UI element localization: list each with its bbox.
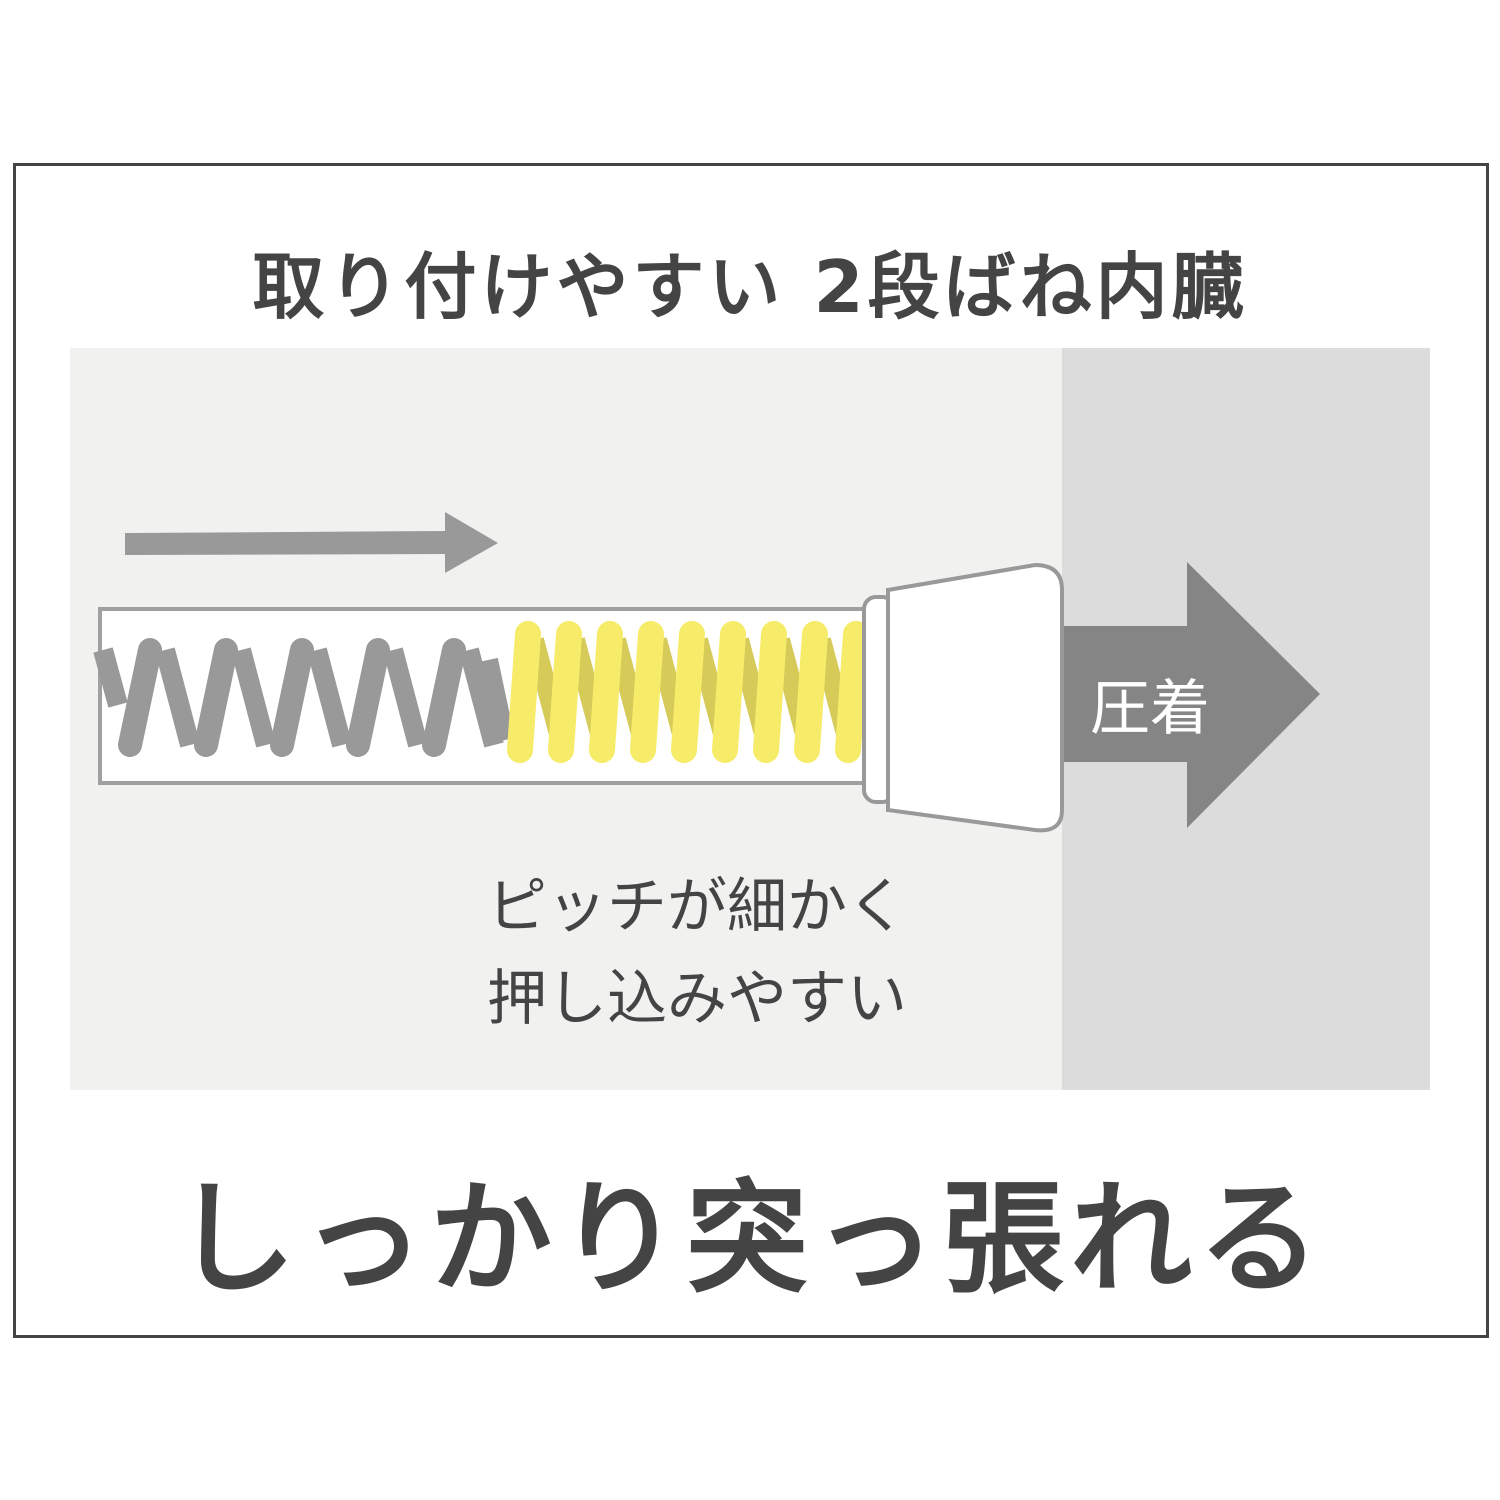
coil-back <box>307 647 352 748</box>
bottom-headline: しっかり突っ張れる <box>174 1168 1326 1310</box>
coil-front <box>507 621 541 763</box>
coil-front <box>712 621 746 763</box>
coil-front <box>548 621 582 763</box>
press-arrow-icon <box>1064 562 1320 828</box>
fine-spring <box>507 621 869 763</box>
coil-front <box>194 638 238 757</box>
coarse-spring <box>93 638 515 757</box>
coil-front <box>671 621 705 763</box>
coil-front <box>118 638 162 757</box>
coil-front <box>794 621 828 763</box>
cap-foot <box>886 562 1064 833</box>
coil-back <box>383 647 428 748</box>
page-title: 取り付けやすい 2段ばね内臓 <box>252 245 1248 329</box>
coil-front <box>270 638 314 757</box>
coil-back <box>231 647 276 748</box>
coil-front <box>630 621 664 763</box>
coil-back <box>93 647 128 708</box>
coil-front <box>589 621 623 763</box>
coil-front <box>753 621 787 763</box>
coil-front <box>835 621 869 763</box>
coil-front <box>422 638 466 757</box>
coil-front <box>346 638 390 757</box>
coil-back <box>459 647 504 748</box>
caption-line-1: ピッチが細かく <box>487 872 907 942</box>
coil-back <box>155 647 200 748</box>
press-label: 圧着 <box>1090 674 1210 744</box>
caption-line-2: 押し込みやすい <box>487 964 907 1034</box>
coil-back <box>478 657 515 743</box>
push-arrow-icon <box>125 512 498 573</box>
